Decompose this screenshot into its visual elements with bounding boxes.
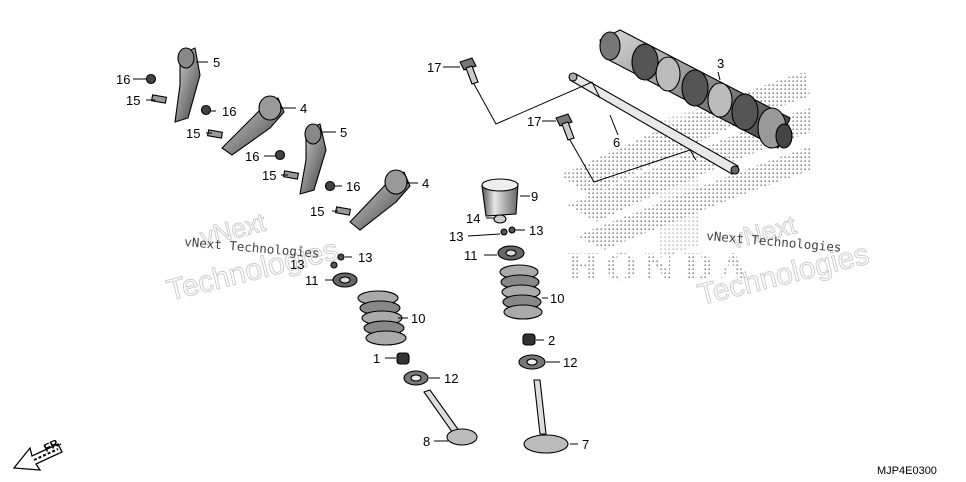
callout-7: 7 — [582, 437, 589, 452]
rocker-arm-4-lower — [349, 169, 411, 231]
callout-4-lower: 4 — [422, 176, 429, 191]
callout-17-a: 17 — [427, 60, 441, 75]
stem-seal-2 — [522, 333, 536, 346]
callout-16-d: 16 — [346, 179, 360, 194]
callout-12-right: 12 — [563, 355, 577, 370]
callout-10-left: 10 — [411, 311, 425, 326]
camshaft — [599, 29, 793, 149]
callout-16-c: 16 — [245, 149, 259, 164]
callout-16-b: 16 — [222, 104, 236, 119]
stem-seal-1 — [396, 352, 410, 365]
callout-15-c: 15 — [262, 168, 276, 183]
valve-spring-10-right — [499, 264, 543, 320]
intake-valve-7 — [523, 379, 569, 454]
valve-spring-10-left — [357, 290, 407, 346]
bolt-17-right — [555, 113, 575, 141]
callout-17-b: 17 — [527, 114, 541, 129]
leader-lines — [133, 61, 721, 445]
callout-11-left: 11 — [305, 273, 319, 288]
cotters-13-left — [330, 253, 345, 269]
callout-13-a: 13 — [358, 250, 372, 265]
cotters-13-right — [500, 226, 516, 236]
bolt-17-left — [459, 57, 479, 85]
callout-9: 9 — [531, 189, 538, 204]
diagram-code: MJP4E0300 — [877, 465, 937, 477]
spring-seat-12-left — [403, 370, 429, 386]
callout-13-b: 13 — [290, 257, 304, 272]
callout-16-a: 16 — [116, 72, 130, 87]
callout-3: 3 — [717, 56, 724, 71]
front-direction-arrow: FR. — [12, 436, 63, 471]
shim-14 — [493, 214, 507, 224]
callout-5-upper: 5 — [213, 55, 220, 70]
callout-15-d: 15 — [310, 204, 324, 219]
callout-13-d: 13 — [449, 229, 463, 244]
callout-14: 14 — [466, 211, 480, 226]
rocker-arm-4-upper — [221, 95, 285, 156]
callout-8: 8 — [423, 434, 430, 449]
callout-13-c: 13 — [529, 223, 543, 238]
retainer-11-right — [497, 245, 525, 261]
valve-lifter-9 — [481, 178, 519, 217]
rocker-arm-5-lower — [299, 123, 327, 195]
retainer-11-left — [332, 272, 358, 288]
adjusting-screws-15 — [150, 94, 352, 216]
callout-2: 2 — [548, 333, 555, 348]
callout-15-a: 15 — [126, 93, 140, 108]
honda-brand-text: HONDA — [566, 247, 753, 289]
rocker-arm-5-upper — [174, 47, 201, 123]
callout-5-lower: 5 — [340, 125, 347, 140]
callout-4-upper: 4 — [300, 101, 307, 116]
callout-12-left: 12 — [444, 371, 458, 386]
callout-6: 6 — [613, 135, 620, 150]
exhaust-valve-8 — [423, 389, 478, 446]
locknuts-16 — [145, 73, 336, 192]
spring-seat-12-right — [518, 354, 546, 370]
rocker-shaft — [568, 72, 740, 175]
callouts: 5 16 15 4 16 15 16 5 15 16 4 15 13 13 11… — [116, 55, 724, 452]
callout-15-b: 15 — [186, 126, 200, 141]
callout-11-right: 11 — [464, 248, 478, 263]
callout-10-right: 10 — [550, 291, 564, 306]
callout-1: 1 — [373, 351, 380, 366]
